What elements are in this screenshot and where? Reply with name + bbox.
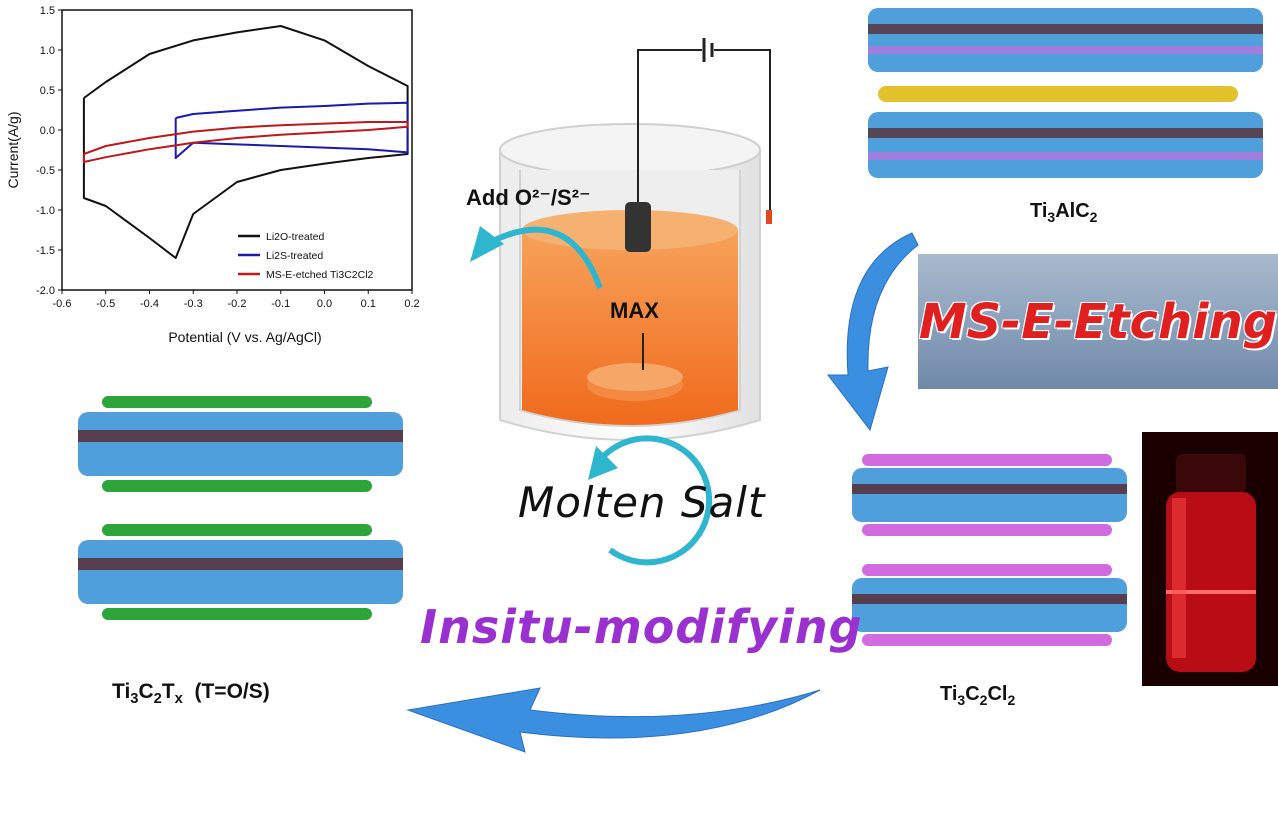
cv-y-tick-label: -1.5 [36,245,55,257]
cycle-arrow [588,435,713,566]
cv-y-tick-label: 1.0 [40,45,55,57]
insitu-arrow [406,687,821,753]
cv-plot-border [61,9,413,291]
aluminum-layer [878,86,1238,102]
cv-ticks: -0.6 -0.5 -0.4 -0.3 -0.2 -0.1 0.0 0.1 0.2 1.5 1.0 0… [36,5,420,310]
mxene-layer-bottom [868,112,1263,178]
add-ions-label: Add O²⁻/S²⁻ [466,185,591,210]
cv-y-tick-label: -1.0 [36,205,55,217]
crucible-rim [499,123,761,177]
cv-legend-label-2: MS-E-etched Ti3C2Cl2 [266,269,374,281]
counter-electrode [766,210,772,224]
cv-series-line-0 [82,25,409,259]
cv-x-tick-label: -0.6 [53,298,72,310]
cv-x-tick-label: -0.2 [228,298,247,310]
insitu-arrow-body [406,687,821,753]
molten-salt-label: Molten Salt [518,478,766,527]
cv-legend-label-0: Li2O-treated [266,231,325,243]
cv-x-tick-label: -0.4 [140,298,159,310]
max-label: MAX [610,298,659,323]
cv-x-tick-label: -0.1 [271,298,290,310]
add-ions-arrow [493,226,603,290]
ti3alc2-structure [868,8,1263,178]
ti3c2cl2-structure [852,454,1127,646]
ti3c2cl2-vial-photo [1142,432,1278,686]
cl-layer-lower [852,564,1127,646]
ti3c2tx-structure [78,396,403,620]
ti3alc2-label: Ti3AlC2 [1030,200,1098,225]
cl-layer-upper [852,454,1127,536]
etching-banner: MS-E-Etching [918,254,1278,389]
cv-y-tick-label: 0.0 [40,125,55,137]
graphite-electrode [625,202,651,252]
cv-y-axis-label: Current(A/g) [5,111,21,188]
cv-x-tick-label: 0.0 [317,298,332,310]
insitu-modifying-label: Insitu-modifying [420,600,863,654]
cv-x-tick-label: 0.2 [404,298,419,310]
cv-x-tick-label: 0.1 [361,298,376,310]
ti3c2cl2-label: Ti3C2Cl2 [940,683,1016,708]
cv-series-group [82,25,409,259]
cv-y-tick-label: -2.0 [36,285,55,297]
cv-x-axis-label: Potential (V vs. Ag/AgCl) [168,329,321,345]
add-ions-arrowhead [470,226,504,262]
tx-layer-lower [78,524,403,620]
cycle-arrowhead [588,446,618,480]
tx-layer-upper [78,396,403,492]
cycle-arc [597,435,713,566]
ti3c2tx-label: Ti3C2Tx (T=O/S) [112,680,270,708]
cv-y-tick-label: 1.5 [40,5,55,17]
cv-legend-label-1: Li2S-treated [266,250,323,262]
cv-chart: -0.6 -0.5 -0.4 -0.3 -0.2 -0.1 0.0 0.1 0.2 1.5 1.0 0… [5,5,420,345]
cv-plot-frame [61,9,413,291]
cv-x-tick-label: -0.3 [184,298,203,310]
mxene-layer-top [868,8,1263,72]
max-pellet-top [587,363,683,391]
cv-x-tick-label: -0.5 [96,298,115,310]
cv-y-tick-label: 0.5 [40,85,55,97]
etching-arrow [826,232,919,432]
molten-salt-cell [470,38,772,441]
etching-arrow-body [826,232,919,432]
circuit-wire [637,49,771,220]
cv-y-tick-label: -0.5 [36,165,55,177]
cv-series-line-2 [82,121,409,163]
etching-label: MS-E-Etching [918,294,1278,350]
cv-series-line-1 [174,101,409,159]
molten-salt-liquid [522,230,738,425]
vial-drawing [1166,454,1256,672]
